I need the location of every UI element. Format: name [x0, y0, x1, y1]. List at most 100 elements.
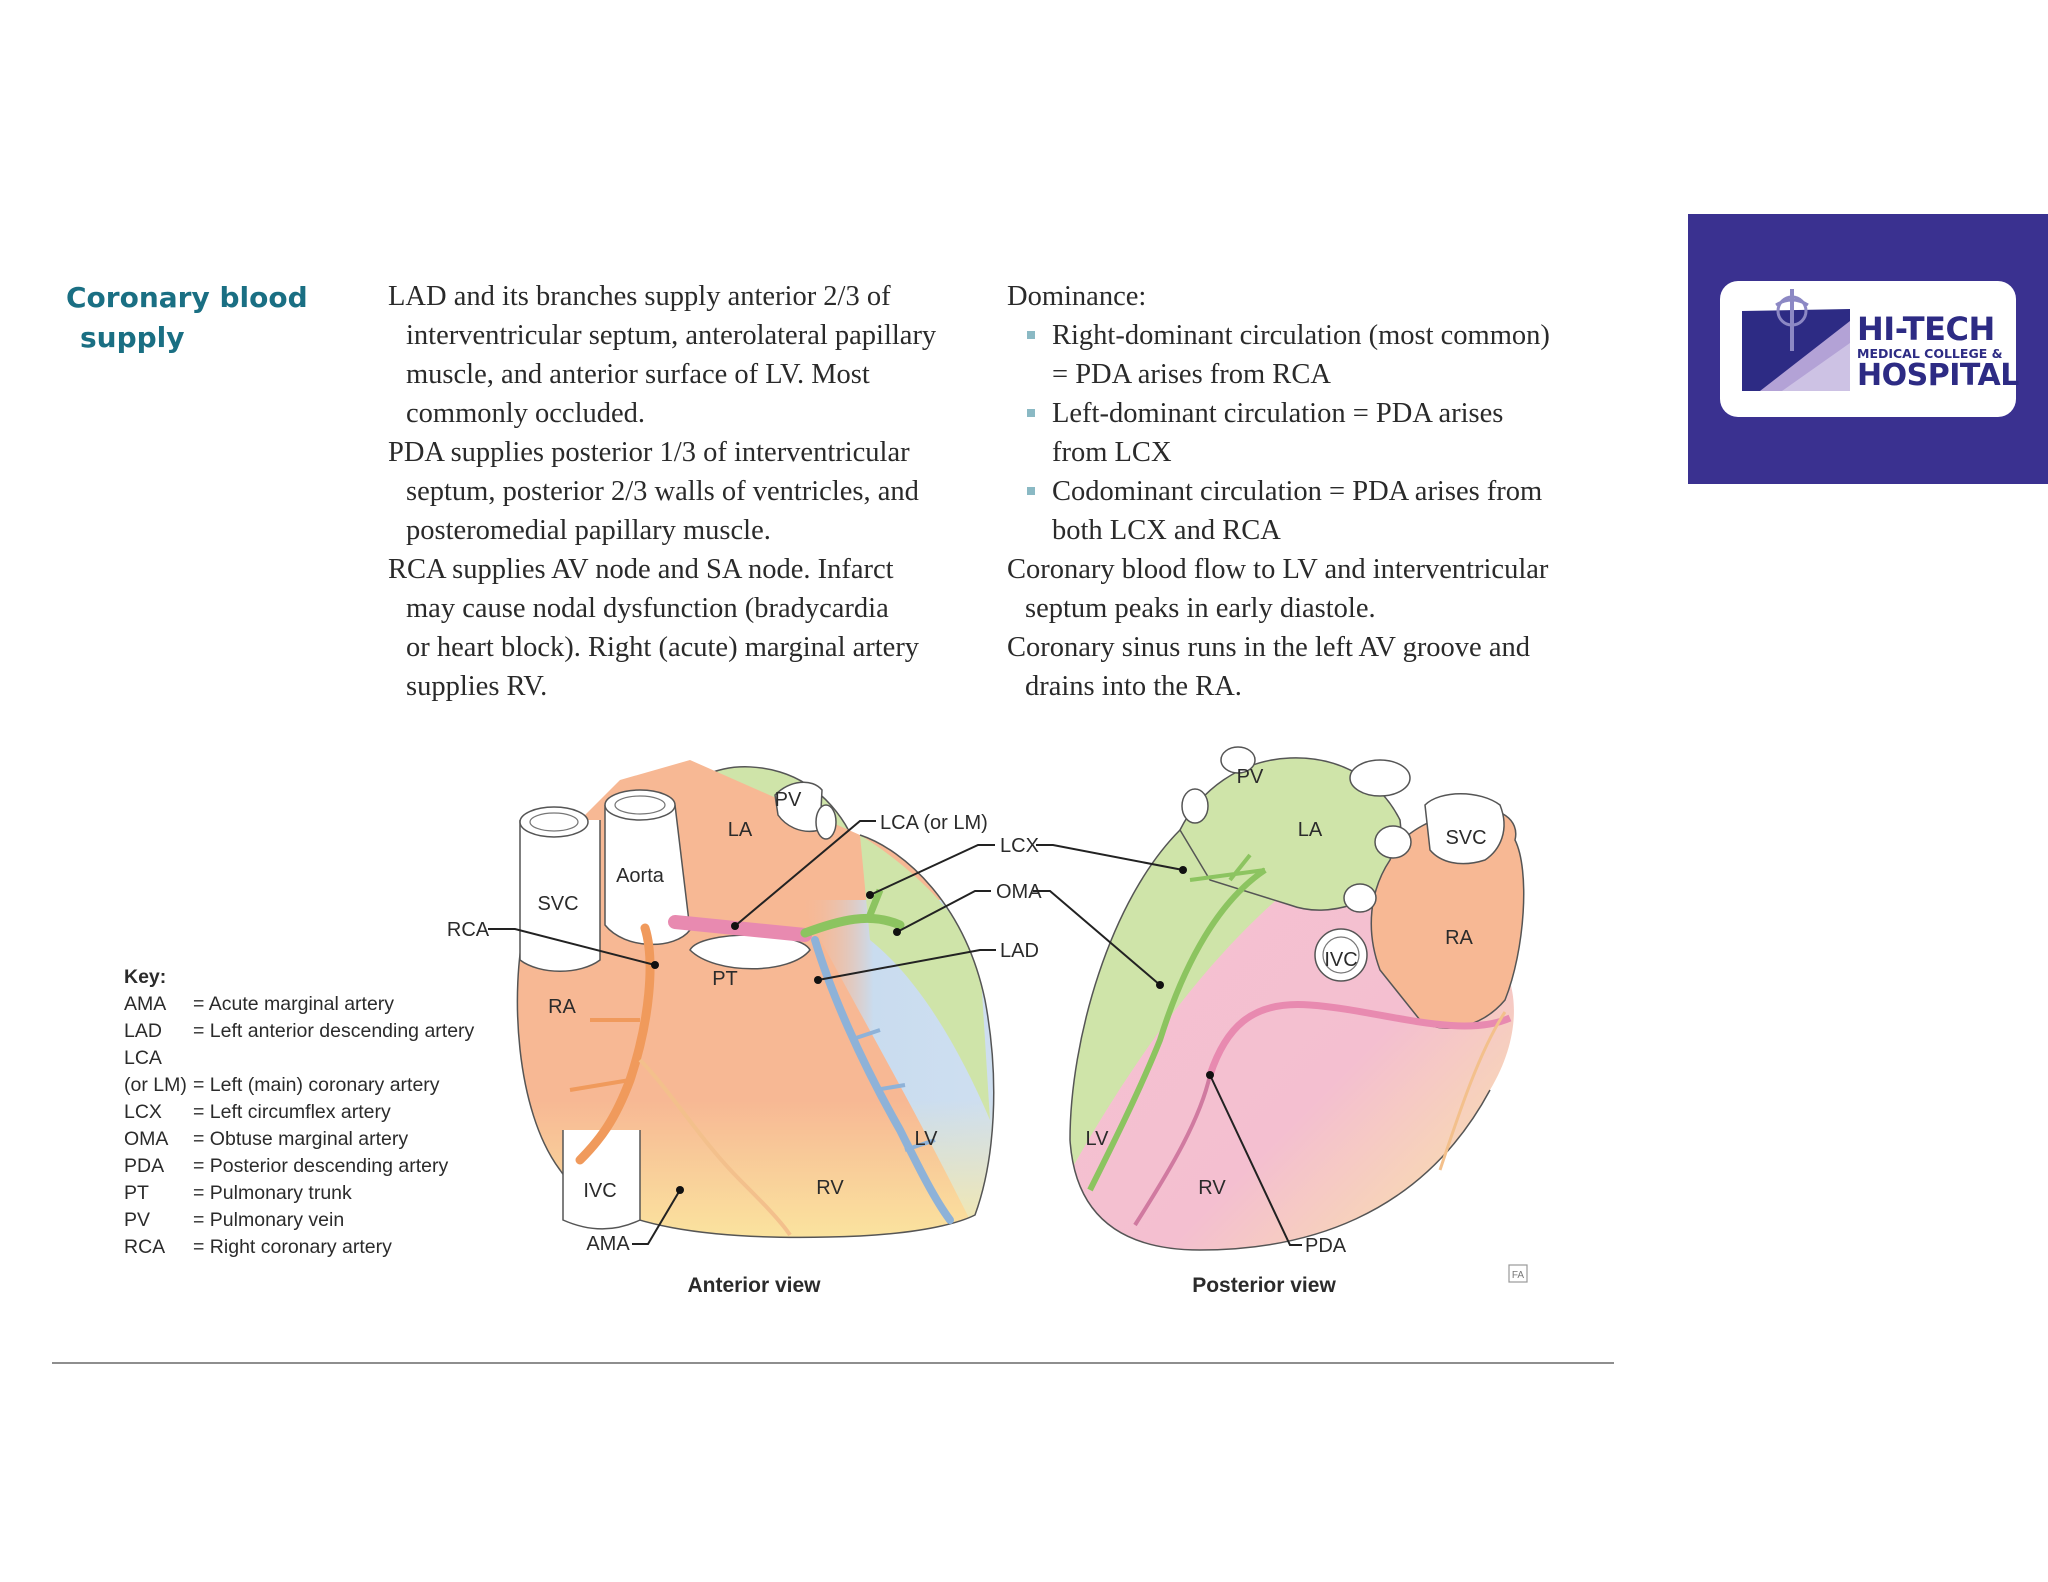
- text-line: Coronary blood flow to LV and interventr…: [1007, 554, 1549, 585]
- diagram-key: Key: AMA = Acute marginal artery LAD = L…: [124, 966, 475, 1258]
- key-abbr: LCA: [124, 1047, 162, 1069]
- anterior-label-lv: LV: [915, 1128, 939, 1150]
- anterior-label-lcx: LCX: [1000, 835, 1039, 857]
- key-definition: = Acute marginal artery: [193, 993, 394, 1015]
- anterior-label-ivc: IVC: [583, 1180, 616, 1202]
- key-definition: = Left (main) coronary artery: [193, 1074, 440, 1096]
- anterior-label-rv: RV: [816, 1177, 844, 1199]
- bullet-right-dominant: Right-dominant circulation (most common)…: [1007, 316, 1607, 394]
- key-abbr: RCA: [124, 1236, 165, 1258]
- key-abbr: LCX: [124, 1101, 162, 1123]
- text-line: both LCX and RCA: [1052, 515, 1281, 546]
- text-line: septum, posterior 2/3 walls of ventricle…: [406, 476, 919, 507]
- anterior-label-la: LA: [728, 819, 753, 841]
- logo-line-3: HOSPITAL: [1857, 358, 2019, 393]
- key-definition: = Pulmonary trunk: [193, 1182, 352, 1204]
- coronary-sinus: [1206, 1000, 1512, 1077]
- key-abbr: (or LM): [124, 1074, 187, 1096]
- text-line: septum peaks in early diastole.: [1025, 593, 1376, 624]
- caduceus-emblem-icon: [1742, 289, 1850, 391]
- key-definition: = Obtuse marginal artery: [193, 1128, 408, 1150]
- fa-corner-mark: FA: [1508, 1264, 1528, 1283]
- key-abbr: AMA: [124, 993, 166, 1015]
- right-text-column: Dominance: Right-dominant circulation (m…: [1007, 277, 1607, 706]
- text-line: from LCX: [1052, 437, 1172, 468]
- text-line: PDA supplies posterior 1/3 of interventr…: [388, 437, 910, 468]
- pda-artery: [1133, 1074, 1212, 1227]
- bullet-square-icon: [1027, 409, 1035, 417]
- key-title: Key:: [124, 966, 166, 988]
- key-abbr: LAD: [124, 1020, 162, 1042]
- sinus-paragraph: Coronary sinus runs in the left AV groov…: [1007, 628, 1607, 706]
- section-heading: Coronary blood supply: [66, 278, 326, 358]
- heading-line-2: supply: [80, 321, 185, 354]
- bullet-square-icon: [1027, 331, 1035, 339]
- anterior-label-lca: LCA (or LM): [880, 812, 988, 834]
- key-abbr: OMA: [124, 1128, 168, 1150]
- text-line: supplies RV.: [406, 671, 548, 702]
- flow-paragraph: Coronary blood flow to LV and interventr…: [1007, 550, 1607, 628]
- ama-artery: [638, 1058, 792, 1237]
- anterior-label-oma: OMA: [996, 881, 1042, 903]
- lad-paragraph: LAD and its branches supply anterior 2/3…: [388, 277, 988, 433]
- bottom-divider: [52, 1362, 1614, 1364]
- text-line: drains into the RA.: [1025, 671, 1242, 702]
- text-line: = PDA arises from RCA: [1052, 359, 1331, 390]
- bullet-codominant: Codominant circulation = PDA arises from…: [1007, 472, 1607, 550]
- posterior-view-caption: Posterior view: [1192, 1274, 1336, 1297]
- key-abbr: PDA: [124, 1155, 164, 1177]
- posterior-label-pda: PDA: [1305, 1235, 1347, 1257]
- key-definition: = Left anterior descending artery: [193, 1020, 475, 1042]
- lcx-artery: [800, 913, 905, 938]
- heading-line-1: Coronary blood: [66, 281, 308, 314]
- posterior-leader-lines: [1033, 844, 1302, 1246]
- text-line: commonly occluded.: [406, 398, 646, 429]
- anterior-label-ra: RA: [548, 996, 576, 1018]
- posterior-label-ivc: IVC: [1324, 949, 1357, 971]
- anterior-heart: [516, 760, 995, 1239]
- anterior-label-pt: PT: [712, 968, 738, 990]
- key-definition: = Left circumflex artery: [193, 1101, 391, 1123]
- left-text-column: LAD and its branches supply anterior 2/3…: [388, 277, 988, 706]
- key-definition: = Posterior descending artery: [193, 1155, 449, 1177]
- dominance-label: Dominance:: [1007, 281, 1147, 312]
- key-abbr: PV: [124, 1209, 150, 1231]
- text-line: interventricular septum, anterolateral p…: [406, 320, 937, 351]
- key-definition: = Pulmonary vein: [193, 1209, 344, 1231]
- text-line: Coronary sinus runs in the left AV groov…: [1007, 632, 1530, 663]
- key-abbr: PT: [124, 1182, 149, 1204]
- posterior-label-lv: LV: [1086, 1128, 1110, 1150]
- text-line: or heart block). Right (acute) marginal …: [406, 632, 920, 663]
- anterior-pt-vessel: [689, 934, 811, 970]
- anterior-view-caption: Anterior view: [687, 1274, 821, 1297]
- anterior-leader-lines: [488, 820, 996, 1245]
- anterior-label-pv: PV: [775, 789, 802, 811]
- text-line: Right-dominant circulation (most common): [1052, 320, 1550, 351]
- posterior-label-rv: RV: [1198, 1177, 1226, 1199]
- posterior-label-svc: SVC: [1445, 827, 1486, 849]
- anterior-label-ama: AMA: [586, 1233, 630, 1255]
- posterior-label-pv: PV: [1237, 766, 1264, 788]
- anterior-svc-vessel: [519, 820, 601, 972]
- rca-paragraph: RCA supplies AV node and SA node. Infarc…: [388, 550, 988, 706]
- pda-paragraph: PDA supplies posterior 1/3 of interventr…: [388, 433, 988, 550]
- anterior-label-svc: SVC: [537, 893, 578, 915]
- lad-artery: [811, 936, 954, 1224]
- bullet-square-icon: [1027, 487, 1035, 495]
- text-line: RCA supplies AV node and SA node. Infarc…: [388, 554, 894, 585]
- text-line: Codominant circulation = PDA arises from: [1052, 476, 1543, 507]
- logo-text: HI-TECH MEDICAL COLLEGE & HOSPITAL: [1857, 312, 2019, 393]
- text-line: may cause nodal dysfunction (bradycardia: [406, 593, 889, 624]
- anterior-label-rca: RCA: [447, 919, 490, 941]
- anterior-label-aorta: Aorta: [616, 865, 665, 887]
- posterior-label-la: LA: [1298, 819, 1323, 841]
- logo-line-2: MEDICAL COLLEGE &: [1857, 346, 2003, 361]
- key-definition: = Right coronary artery: [193, 1236, 392, 1258]
- lca-artery: [668, 915, 812, 942]
- fa-corner-text: FA: [1512, 1270, 1525, 1281]
- posterior-lcx-artery: [1087, 867, 1267, 1192]
- text-line: Left-dominant circulation = PDA arises: [1052, 398, 1504, 429]
- rca-artery: [575, 923, 655, 1165]
